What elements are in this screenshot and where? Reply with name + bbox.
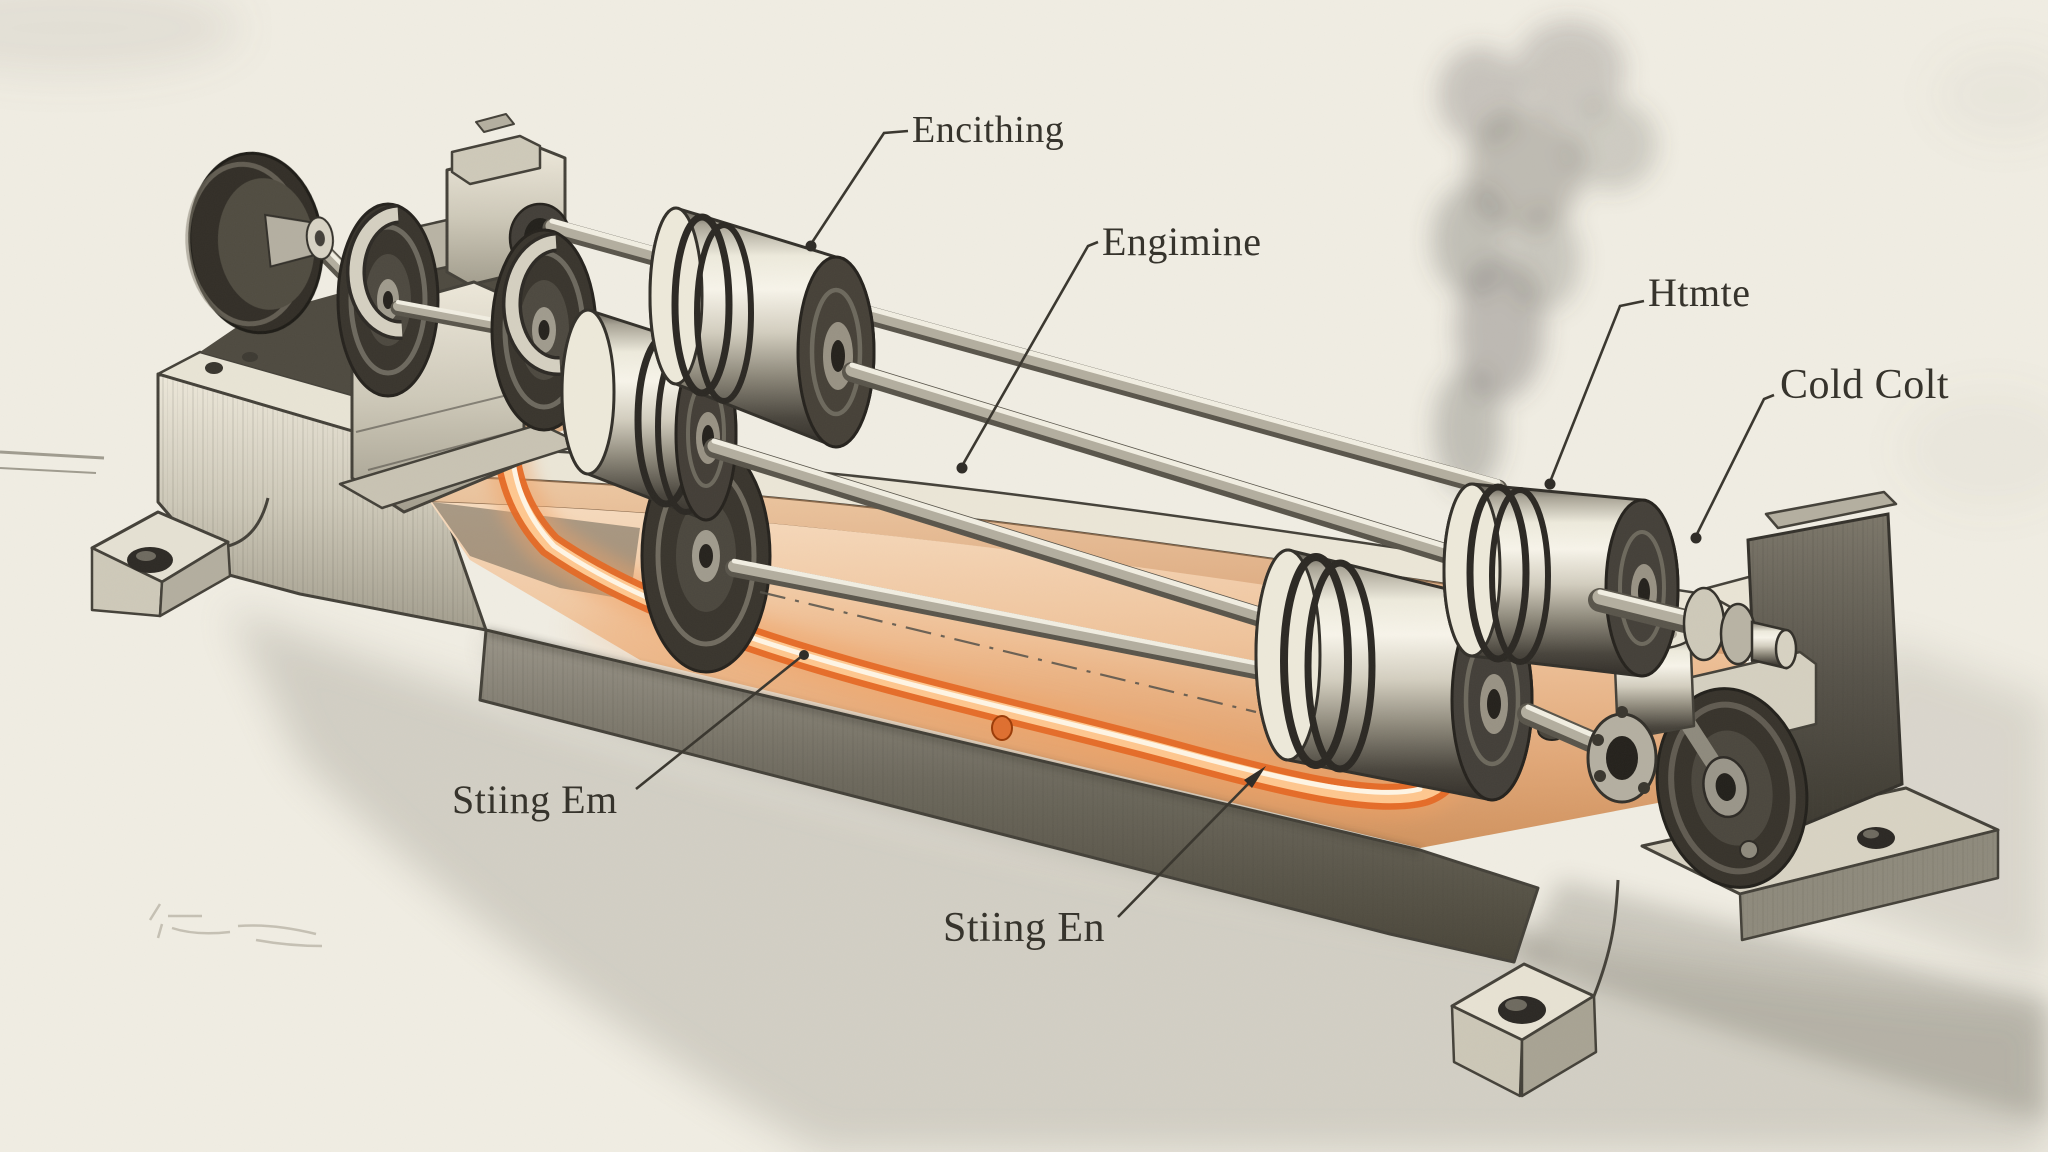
paper-grain xyxy=(0,0,2048,1152)
stirling-engine-drawing: Encithing Engimine Htmte Cold Colt Stiin… xyxy=(0,0,2048,1152)
illustration-stage: Encithing Engimine Htmte Cold Colt Stiin… xyxy=(0,0,2048,1152)
